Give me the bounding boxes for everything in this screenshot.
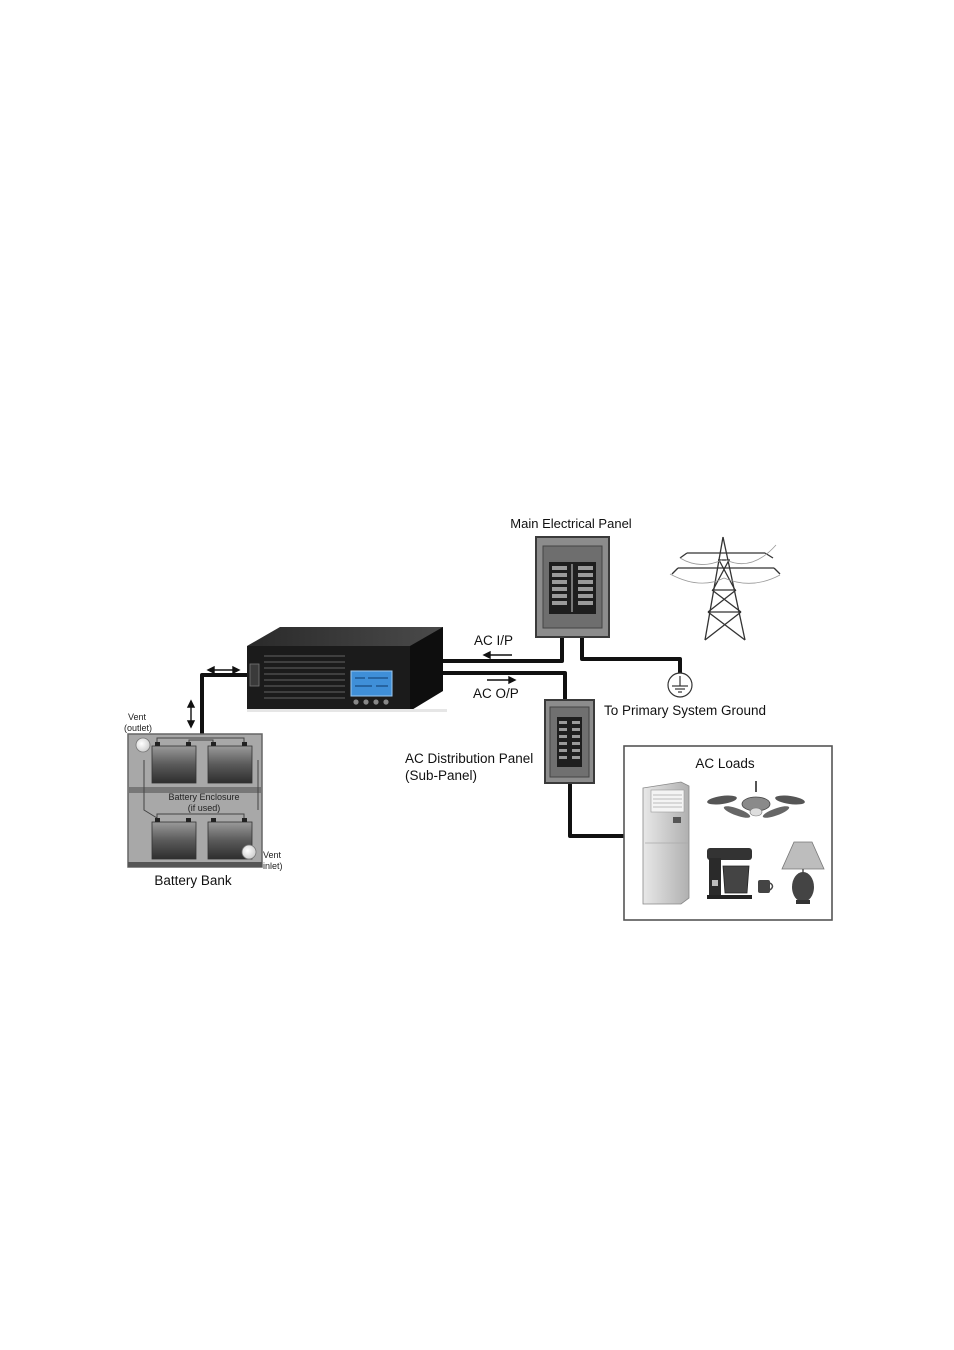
sub-panel-label-line1: AC Distribution Panel — [405, 751, 533, 766]
sub-panel-label-line2: (Sub-Panel) — [405, 768, 477, 783]
vent-outlet-label-line1: Vent — [128, 712, 147, 722]
ac-op-label: AC O/P — [473, 686, 519, 701]
ground-label: To Primary System Ground — [604, 703, 766, 718]
main-panel-label: Main Electrical Panel — [510, 516, 631, 531]
air-conditioner-icon — [643, 782, 689, 904]
enclosure-label-line2: (if used) — [188, 803, 221, 813]
vent-inlet-label-line2: inlet) — [263, 861, 283, 871]
sub-panel-icon — [545, 700, 594, 783]
ac-ip-label: AC I/P — [474, 633, 513, 648]
transmission-tower-icon — [670, 537, 780, 640]
vent-outlet-label-line2: (outlet) — [124, 723, 152, 733]
vent-outlet-icon — [136, 738, 150, 752]
loads-wire — [570, 783, 624, 836]
enclosure-label-line1: Battery Enclosure — [168, 792, 239, 802]
ground-icon — [668, 673, 692, 697]
ac-loads-label: AC Loads — [695, 756, 755, 771]
ground-wire — [582, 637, 680, 673]
main-panel-icon — [536, 537, 609, 637]
vent-inlet-icon — [242, 845, 256, 859]
battery-bank-label: Battery Bank — [154, 873, 232, 888]
battery-wire — [202, 675, 247, 737]
vent-inlet-label-line1: Vent — [263, 850, 282, 860]
inverter-icon — [247, 627, 447, 712]
